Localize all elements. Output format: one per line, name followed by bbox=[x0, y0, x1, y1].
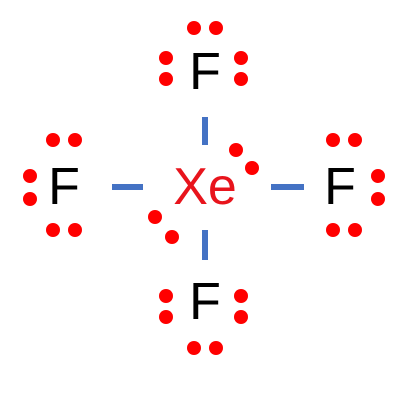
lone-pair-f-left-lower bbox=[46, 223, 82, 237]
lone-pair-f-bottom-left bbox=[159, 289, 173, 324]
electron-dot bbox=[234, 310, 248, 324]
electron-dot bbox=[234, 51, 248, 65]
electron-dots bbox=[23, 21, 385, 355]
atom-f-top: F bbox=[189, 43, 221, 101]
lone-pair-f-top-upper bbox=[187, 21, 223, 35]
atom-f-right: F bbox=[324, 158, 356, 216]
electron-dot bbox=[46, 223, 60, 237]
atom-labels: Xe F F F F bbox=[48, 43, 356, 331]
electron-dot bbox=[245, 161, 259, 175]
lone-pair-f-bottom-right bbox=[234, 289, 248, 324]
electron-dot bbox=[23, 192, 37, 206]
electron-dot bbox=[165, 230, 179, 244]
electron-dot bbox=[371, 192, 385, 206]
electron-dot bbox=[23, 169, 37, 183]
lone-pair-f-top-right bbox=[234, 51, 248, 86]
lone-pair-f-right-lower bbox=[326, 223, 362, 237]
bonds bbox=[112, 117, 304, 260]
electron-dot bbox=[326, 133, 340, 147]
electron-dot bbox=[148, 210, 162, 224]
electron-dot bbox=[68, 223, 82, 237]
electron-dot bbox=[159, 310, 173, 324]
lone-pair-f-bottom-lower bbox=[187, 341, 223, 355]
lone-pair-f-left-outer bbox=[23, 169, 37, 206]
electron-dot bbox=[187, 341, 201, 355]
electron-dot bbox=[159, 72, 173, 86]
lone-pair-xe-lower-left bbox=[148, 210, 179, 244]
lone-pair-f-top-left bbox=[159, 51, 173, 86]
electron-dot bbox=[159, 289, 173, 303]
lone-pair-xe-upper-right bbox=[229, 143, 259, 175]
lone-pair-f-right-outer bbox=[371, 169, 385, 206]
electron-dot bbox=[371, 169, 385, 183]
lone-pair-f-right-upper bbox=[326, 133, 362, 147]
electron-dot bbox=[209, 341, 223, 355]
atom-f-left: F bbox=[48, 158, 80, 216]
lone-pair-f-left-upper bbox=[46, 133, 82, 147]
electron-dot bbox=[68, 133, 82, 147]
electron-dot bbox=[234, 72, 248, 86]
electron-dot bbox=[46, 133, 60, 147]
electron-dot bbox=[348, 133, 362, 147]
electron-dot bbox=[209, 21, 223, 35]
atom-xe-central: Xe bbox=[173, 158, 237, 216]
electron-dot bbox=[229, 143, 243, 157]
electron-dot bbox=[326, 223, 340, 237]
electron-dot bbox=[348, 223, 362, 237]
electron-dot bbox=[187, 21, 201, 35]
electron-dot bbox=[159, 51, 173, 65]
electron-dot bbox=[234, 289, 248, 303]
atom-f-bottom: F bbox=[189, 273, 221, 331]
